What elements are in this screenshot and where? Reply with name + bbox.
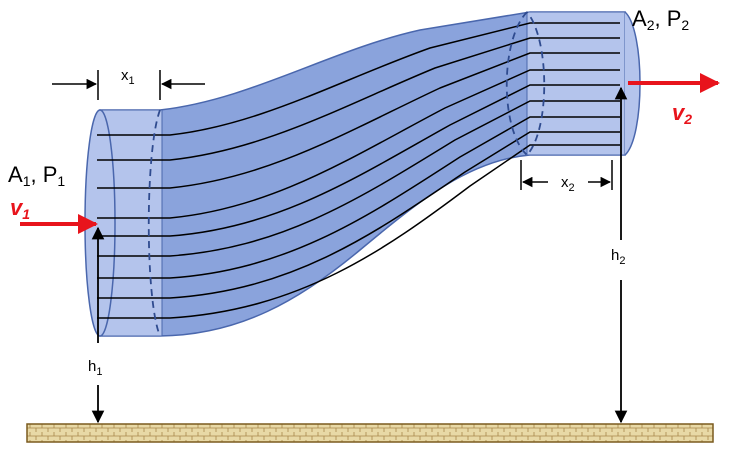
v2-label: v2 xyxy=(672,100,692,127)
inlet-area-pressure-label: A1, P1 xyxy=(8,162,65,189)
v1-label: v1 xyxy=(10,195,30,222)
outlet-section xyxy=(526,11,626,156)
outlet-dashed-section xyxy=(505,11,546,157)
outlet-area-pressure-label: A2, P2 xyxy=(632,6,689,33)
h2-label: h2 xyxy=(611,247,625,267)
h1-label: h1 xyxy=(88,358,102,378)
ground-reference xyxy=(26,423,714,443)
inlet-dashed-section xyxy=(147,109,161,337)
streamlines xyxy=(97,22,620,319)
x1-label: x1 xyxy=(121,67,135,87)
x2-label: x2 xyxy=(561,174,575,194)
